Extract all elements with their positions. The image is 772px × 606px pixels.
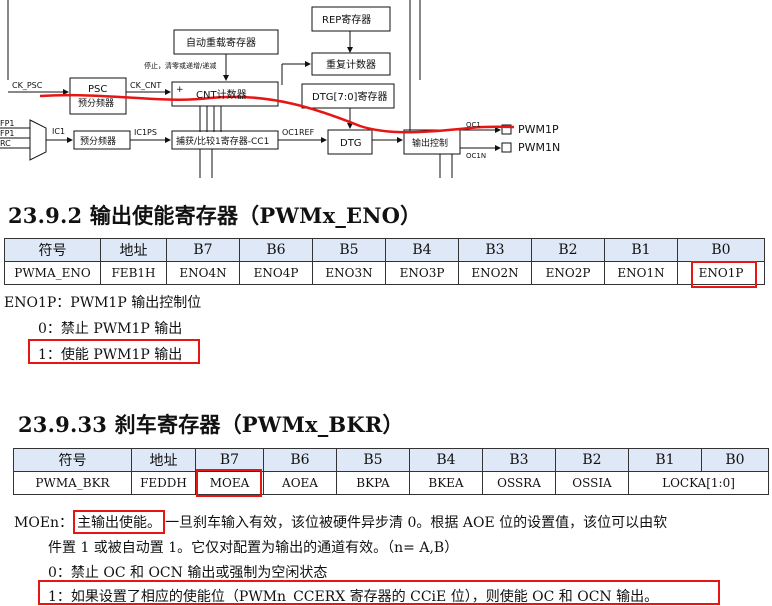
highlight-box-moea — [196, 469, 262, 497]
table-row: PWMA_BKR FEDDH MOEA AOEA BKPA BKEA OSSRA… — [13, 471, 769, 495]
rep-register-label: REP寄存器 — [322, 13, 371, 26]
ccr1-label: 捕获/比较1寄存器-CC1 — [176, 135, 269, 147]
repetition-counter-label: 重复计数器 — [326, 58, 376, 71]
header-cell: B1 — [628, 448, 702, 472]
table-row: PWMA_ENO FEB1H ENO4N ENO4P ENO3N ENO3P E… — [4, 261, 765, 285]
dtg-register-label: DTG[7:0]寄存器 — [312, 90, 387, 103]
header-cell: B3 — [458, 238, 532, 262]
output-control-label: 输出控制 — [412, 137, 448, 149]
header-cell: 地址 — [100, 238, 167, 262]
eno1p-option-0: 0：禁止 PWM1P 输出 — [38, 321, 183, 337]
table-cell: ENO2N — [458, 261, 532, 285]
table-cell: ENO4P — [239, 261, 313, 285]
header-cell: B1 — [604, 238, 678, 262]
table-cell: ENO3P — [385, 261, 459, 285]
oc1-label: OC1 — [466, 121, 481, 129]
table-cell: PWMA_BKR — [13, 471, 132, 495]
ic1ps-label: IC1PS — [134, 128, 157, 137]
highlight-box-moe-enable — [38, 580, 720, 605]
table-cell: OSSRA — [482, 471, 556, 495]
table-cell: ENO1N — [604, 261, 678, 285]
stop-clear-label: 停止，清零或递增/递减 — [144, 61, 216, 70]
table-cell: BKPA — [336, 471, 410, 495]
psc-label: PSC — [88, 84, 107, 95]
table-cell: AOEA — [263, 471, 337, 495]
header-cell: B2 — [531, 238, 605, 262]
header-cell: B0 — [701, 448, 769, 472]
moe-description-line2: 件置 1 或被自动置 1。它仅对配置为输出的通道有效。（n= A,B） — [48, 540, 459, 556]
input-fp1b-label: FP1 — [0, 129, 15, 138]
moe-description-line1: MOEn：主输出使能。一旦刹车输入有效，该位被硬件异步清 0。根据 AOE 位的… — [14, 510, 668, 534]
header-cell: B5 — [336, 448, 410, 472]
table-header-row: 符号 地址 B7 B6 B5 B4 B3 B2 B1 B0 — [13, 448, 769, 472]
table-cell: ENO2P — [531, 261, 605, 285]
pwm1n-pin-label: PWM1N — [518, 141, 560, 154]
eno1p-option-1: 1：使能 PWM1P 输出 — [38, 347, 183, 363]
header-cell: 符号 — [13, 448, 132, 472]
moe-description-rest: 一旦刹车输入有效，该位被硬件异步清 0。根据 AOE 位的设置值，该位可以由软 — [165, 515, 668, 531]
table-cell: FEDDH — [131, 471, 196, 495]
moe-prefix: MOEn： — [14, 515, 74, 531]
header-cell: B7 — [166, 238, 240, 262]
header-cell: B4 — [385, 238, 459, 262]
header-cell: B3 — [482, 448, 556, 472]
table-cell: PWMA_ENO — [4, 261, 101, 285]
ck-cnt-label: CK_CNT — [130, 81, 161, 90]
header-cell: B0 — [677, 238, 765, 262]
ic1-label: IC1 — [52, 127, 65, 136]
input-fp1-label: FP1 — [0, 119, 15, 128]
header-cell: B5 — [312, 238, 386, 262]
register-table-eno: 符号 地址 B7 B6 B5 B4 B3 B2 B1 B0 PWMA_ENO F… — [4, 238, 765, 285]
psc-sub-label: 预分频器 — [78, 97, 114, 109]
oc1n-label: OC1N — [466, 152, 486, 160]
plus-sign: + — [176, 85, 184, 95]
eno1p-description: ENO1P：PWM1P 输出控制位 — [4, 295, 202, 311]
moe-option-1: 1：如果设置了相应的使能位（PWMn_CCERX 寄存器的 CCiE 位），则使… — [48, 589, 659, 605]
table-cell: ENO4N — [166, 261, 240, 285]
register-table-bkr: 符号 地址 B7 B6 B5 B4 B3 B2 B1 B0 PWMA_BKR F… — [13, 448, 769, 495]
moe-main-output-enable: 主输出使能。 — [73, 510, 166, 534]
cnt-counter-label: CNT计数器 — [196, 88, 247, 101]
table-cell: ENO3N — [312, 261, 386, 285]
dtg-label: DTG — [340, 138, 362, 149]
prescaler-label: 预分频器 — [80, 135, 116, 147]
highlight-box-eno1p — [691, 261, 757, 288]
section-heading-eno: 23.9.2 输出使能寄存器（PWMx_ENO） — [8, 203, 422, 228]
header-cell: B6 — [263, 448, 337, 472]
header-cell: 符号 — [4, 238, 101, 262]
table-header-row: 符号 地址 B7 B6 B5 B4 B3 B2 B1 B0 — [4, 238, 765, 262]
pwm-block-diagram: REP寄存器 自动重载寄存器 重复计数器 停止，清零或递增/递减 CK_PSC … — [0, 0, 560, 178]
input-rc-label: RC — [0, 139, 11, 148]
ck-psc-label: CK_PSC — [12, 81, 43, 90]
moe-option-0: 0：禁止 OC 和 OCN 输出或强制为空闲状态 — [48, 565, 328, 581]
header-cell: 地址 — [131, 448, 196, 472]
auto-reload-label: 自动重载寄存器 — [186, 36, 256, 49]
header-cell: B2 — [555, 448, 629, 472]
table-cell: OSSIA — [555, 471, 629, 495]
table-cell-locka: LOCKA[1:0] — [628, 471, 769, 495]
header-cell: B4 — [409, 448, 483, 472]
highlight-box-eno1p-enable — [28, 339, 200, 364]
section-heading-bkr: 23.9.33 刹车寄存器（PWMx_BKR） — [18, 412, 404, 437]
header-cell: B6 — [239, 238, 313, 262]
table-cell: FEB1H — [100, 261, 167, 285]
pwm1p-pin-label: PWM1P — [518, 123, 559, 136]
header-cell: B7 — [195, 448, 264, 472]
oc1ref-label: OC1REF — [282, 128, 315, 137]
table-cell: BKEA — [409, 471, 483, 495]
